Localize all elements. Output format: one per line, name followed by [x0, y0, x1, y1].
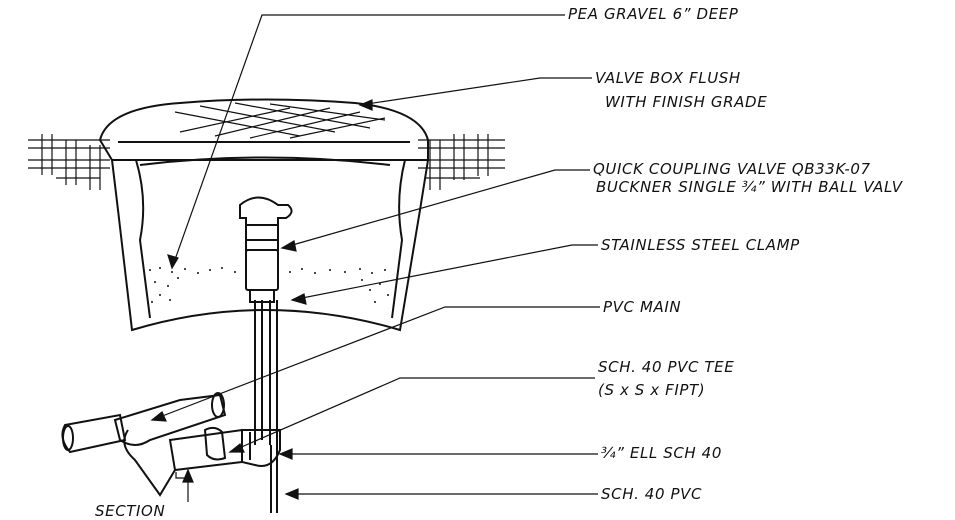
callout-valve-box-line2: WITH FINISH GRADE [605, 93, 768, 111]
pipe-fittings [61, 392, 281, 497]
callout-quick-coupling-line2: BUCKNER SINGLE ¾” WITH BALL VALV [596, 178, 903, 196]
callout-pea-gravel: PEA GRAVEL 6” DEEP [568, 5, 739, 23]
quick-coupling-valve [239, 196, 293, 303]
valve-box-lid-grid [174, 102, 386, 139]
riser-pipe [254, 300, 278, 513]
pea-gravel-layer [149, 267, 389, 303]
callout-quick-coupling-line1: QUICK COUPLING VALVE QB33K-07 [593, 160, 871, 178]
soil-hatch-left [28, 134, 110, 190]
valve-box [98, 98, 429, 332]
callout-stainless-clamp: STAINLESS STEEL CLAMP [601, 236, 800, 254]
leader-lines [150, 14, 600, 502]
section-label: SECTION [95, 502, 166, 520]
callout-tee-line2: (S x S x FIPT) [598, 381, 706, 399]
callout-valve-box-line1: VALVE BOX FLUSH [595, 69, 741, 87]
callout-sch40-pvc: SCH. 40 PVC [601, 485, 703, 503]
callout-tee-line1: SCH. 40 PVC TEE [598, 358, 735, 376]
soil-hatch-right [418, 134, 505, 190]
callout-ell: ¾” ELL SCH 40 [601, 444, 722, 462]
callout-pvc-main: PVC MAIN [603, 298, 682, 316]
